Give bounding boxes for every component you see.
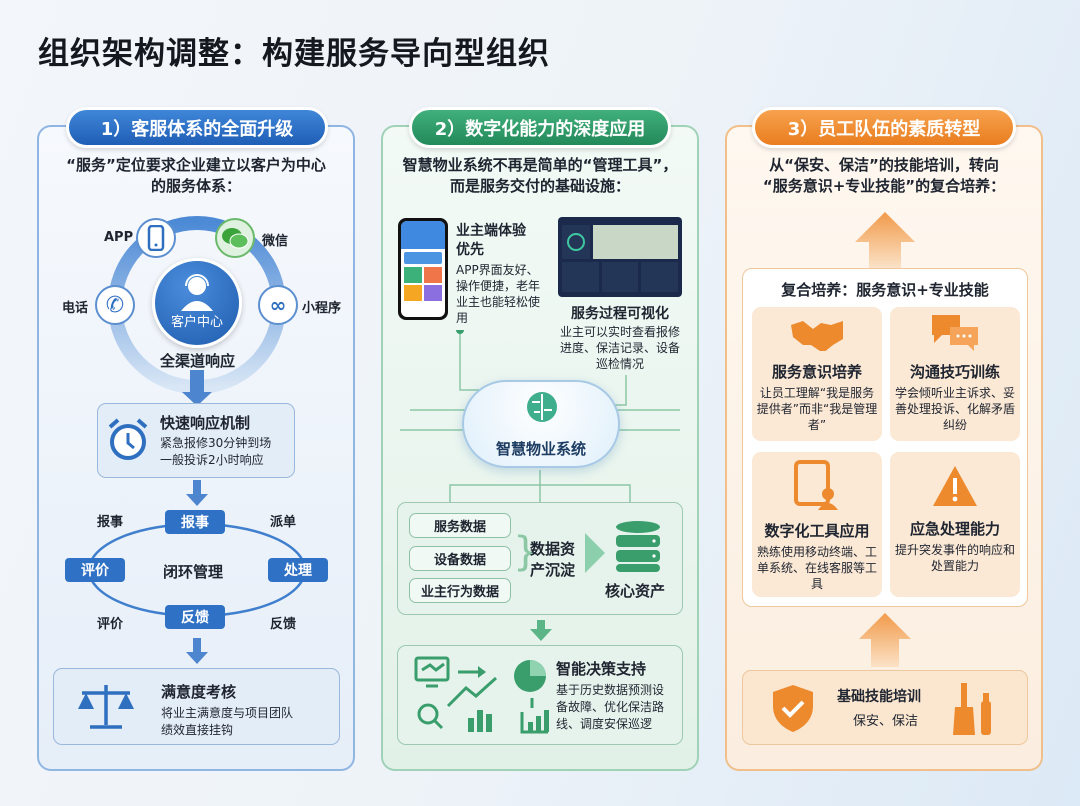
satisfaction-line1: 将业主满意度与项目团队 (161, 706, 294, 720)
visual-title: 服务过程可视化 (571, 306, 669, 322)
brain-icon (527, 392, 557, 422)
card-desc: 学会倾听业主诉求、妥善处理投诉、化解矛盾纠纷 (894, 386, 1015, 432)
owner-app-phone-image (398, 218, 448, 320)
core-asset-label: 核心资产 (605, 582, 666, 600)
decision-title: 智能决策支持 (556, 660, 647, 678)
brace-icon: } (513, 529, 539, 575)
loop-label-feedback: 反馈 (270, 617, 297, 632)
owner-title: 业主端体验优先 (456, 223, 526, 258)
loop-label-evaluate: 评价 (97, 617, 124, 632)
headset-user-icon (181, 274, 213, 311)
customer-center: 客户中心 (152, 258, 242, 348)
loop-label-report: 报事 (97, 515, 124, 530)
fast-response-box: 快速响应机制 紧急报修30分钟到场 一般投诉2小时响应 (97, 403, 295, 478)
loop-evaluate: 评价 (65, 558, 125, 582)
fast-response-line2: 一般投诉2小时响应 (160, 453, 264, 467)
data-assets-label: 数据资产沉淀 (530, 540, 576, 579)
scale-icon (78, 685, 134, 729)
broom-icon (953, 683, 991, 735)
arrow-down-icon (186, 638, 208, 664)
smart-system-label: 智慧物业系统 (495, 440, 586, 458)
label-miniprogram: 小程序 (302, 301, 342, 316)
database-icon (616, 521, 660, 572)
satisfaction-line2: 绩效直接挂钩 (161, 723, 234, 737)
page-title: 组织架构调整：构建服务导向型组织 (38, 36, 550, 72)
smart-system-cloud: 智慧物业系统 (462, 380, 620, 468)
header-customer-service: 1）客服体系的全面升级 (66, 107, 328, 148)
loop-center: 闭环管理 (163, 563, 224, 581)
card-title: 沟通技巧训练 (909, 363, 1000, 381)
composite-title: 复合培养：服务意识+专业技能 (781, 281, 989, 299)
basic-training-box: 基础技能培训 保安、保洁 (742, 670, 1028, 745)
data-item-service: 服务数据 (409, 513, 511, 538)
col1-intro: “服务”定位要求企业建立以客户为中心 的服务体系： (37, 155, 355, 197)
analytics-icons (414, 656, 549, 734)
fast-response-line1: 紧急报修30分钟到场 (160, 436, 272, 450)
arrow-up-icon (859, 613, 911, 667)
chat-bubbles-icon (932, 315, 978, 351)
header-staff: 3）员工队伍的素质转型 (752, 107, 1016, 148)
alarm-clock-icon (108, 418, 148, 460)
card-emergency: 应急处理能力 提升突发事件的响应和处置能力 (890, 452, 1020, 597)
card-title: 数字化工具应用 (764, 522, 870, 540)
card-digital-tools: 数字化工具应用 熟练使用移动终端、工单系统、在线客服等工具 (752, 452, 882, 597)
label-app: APP (104, 230, 134, 245)
col1-intro-line2: 的服务体系： (150, 177, 241, 195)
phone-icon: ✆ (95, 285, 135, 325)
owner-desc: APP界面友好、操作便捷，老年业主也能轻松使用 (456, 263, 541, 325)
shield-check-icon (773, 685, 813, 732)
card-service-awareness: 服务意识培养 让员工理解“我是服务提供者”而非“我是管理者” (752, 307, 882, 441)
card-title: 应急处理能力 (909, 520, 1000, 538)
satisfaction-title: 满意度考核 (161, 683, 237, 701)
arrow-up-icon (855, 212, 915, 268)
basic-training-desc: 保安、保洁 (853, 714, 919, 729)
card-desc: 熟练使用移动终端、工单系统、在线客服等工具 (756, 545, 877, 591)
fast-response-title: 快速响应机制 (160, 414, 251, 432)
data-item-device: 设备数据 (409, 546, 511, 571)
omni-channel-caption: 全渠道响应 (159, 352, 235, 370)
label-wechat: 微信 (262, 234, 289, 249)
arrow-down-icon (530, 620, 552, 641)
tablet-support-icon (794, 460, 838, 510)
loop-report: 报事 (165, 510, 225, 534)
col2-intro-line1: 智慧物业系统不再是简单的“管理工具”， (402, 156, 678, 174)
col2-intro: 智慧物业系统不再是简单的“管理工具”， 而是服务交付的基础设施： (381, 155, 699, 197)
loop-label-dispatch: 派单 (270, 515, 297, 530)
card-communication: 沟通技巧训练 学会倾听业主诉求、妥善处理投诉、化解矛盾纠纷 (890, 307, 1020, 441)
chevron-right-icon (585, 533, 605, 573)
col3-intro-line2: “服务意识+专业技能”的复合培养： (762, 177, 1006, 195)
visual-desc: 业主可以实时查看报修进度、保洁记录、设备巡检情况 (559, 325, 680, 371)
basic-training-title: 基础技能培训 (837, 689, 921, 705)
app-icon (136, 218, 176, 258)
satisfaction-box: 满意度考核 将业主满意度与项目团队 绩效直接挂钩 (53, 668, 340, 745)
dashboard-image (558, 217, 682, 297)
label-phone: 电话 (62, 301, 89, 316)
card-title: 服务意识培养 (771, 363, 862, 381)
col1-intro-line1: “服务”定位要求企业建立以客户为中心 (66, 156, 326, 174)
wechat-icon (215, 218, 255, 258)
decision-support-box: 智能决策支持 基于历史数据预测设备故障、优化保洁路线、调度安保巡逻 (397, 645, 683, 745)
card-desc: 提升突发事件的响应和处置能力 (894, 543, 1015, 573)
header-digital: 2）数字化能力的深度应用 (409, 107, 671, 148)
arrow-down-icon (186, 480, 208, 506)
col3-intro-line1: 从“保安、保洁”的技能培训，转向 (769, 156, 999, 174)
miniprogram-icon: ∞ (258, 285, 298, 325)
loop-feedback: 反馈 (165, 605, 225, 629)
warning-icon (933, 466, 977, 506)
card-desc: 让员工理解“我是服务提供者”而非“我是管理者” (756, 386, 878, 432)
loop-process: 处理 (268, 558, 328, 582)
col3-intro: 从“保安、保洁”的技能培训，转向 “服务意识+专业技能”的复合培养： (725, 155, 1043, 197)
customer-center-label: 客户中心 (170, 315, 223, 330)
col2-intro-line2: 而是服务交付的基础设施： (449, 177, 630, 195)
data-item-owner-behavior: 业主行为数据 (409, 578, 511, 603)
decision-desc: 基于历史数据预测设备故障、优化保洁路线、调度安保巡逻 (556, 683, 665, 731)
handshake-icon (791, 321, 843, 353)
